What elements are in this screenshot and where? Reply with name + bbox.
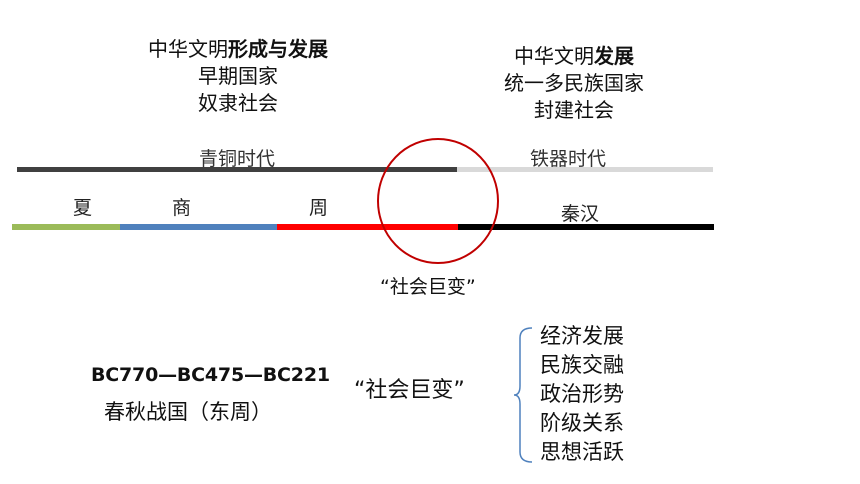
circle-caption: “社会巨变” <box>380 276 476 298</box>
aspects-list: 经济发展 民族交融 政治形势 阶级关系 思想活跃 <box>540 322 624 467</box>
left-line2: 早期国家 <box>198 64 278 88</box>
zhou-label: 周 <box>309 197 329 219</box>
right-description: 中华文明发展 统一多民族国家 封建社会 <box>484 43 664 124</box>
highlight-circle-shape <box>377 138 499 264</box>
left-description: 中华文明形成与发展 早期国家 奴隶社会 <box>118 36 358 117</box>
right-line1: 中华文明发展 <box>484 43 664 70</box>
left-line1: 中华文明形成与发展 <box>118 36 358 63</box>
iron-age-bar <box>457 167 713 172</box>
xia-label: 夏 <box>73 197 93 219</box>
left-line3: 奴隶社会 <box>198 91 278 115</box>
shang-bar <box>120 224 277 230</box>
aspect-class: 阶级关系 <box>540 411 624 435</box>
left-line1-regular: 中华文明 <box>148 37 228 61</box>
right-line1-bold: 发展 <box>594 44 634 68</box>
aspect-thought: 思想活跃 <box>540 440 624 464</box>
bronze-age-label: 青铜时代 <box>199 148 276 170</box>
social-change-label: “社会巨变” <box>354 378 465 403</box>
aspect-economy: 经济发展 <box>540 324 624 348</box>
qinhan-bar <box>458 224 714 230</box>
period-dates: BC770—BC475—BC221 <box>91 364 330 386</box>
period-name: 春秋战国（东周） <box>104 400 272 424</box>
right-line1-regular: 中华文明 <box>514 44 594 68</box>
qinhan-label: 秦汉 <box>561 203 600 225</box>
aspect-ethnic-fusion: 民族交融 <box>540 353 624 377</box>
right-line2: 统一多民族国家 <box>504 71 644 95</box>
brace-icon <box>513 327 533 463</box>
xia-bar <box>12 224 120 230</box>
zhou-bar <box>277 224 458 230</box>
iron-age-label: 铁器时代 <box>530 148 607 170</box>
right-line3: 封建社会 <box>534 98 614 122</box>
shang-label: 商 <box>172 197 192 219</box>
bronze-age-bar <box>17 167 457 172</box>
aspect-politics: 政治形势 <box>540 382 624 406</box>
left-line1-bold: 形成与发展 <box>228 37 328 61</box>
